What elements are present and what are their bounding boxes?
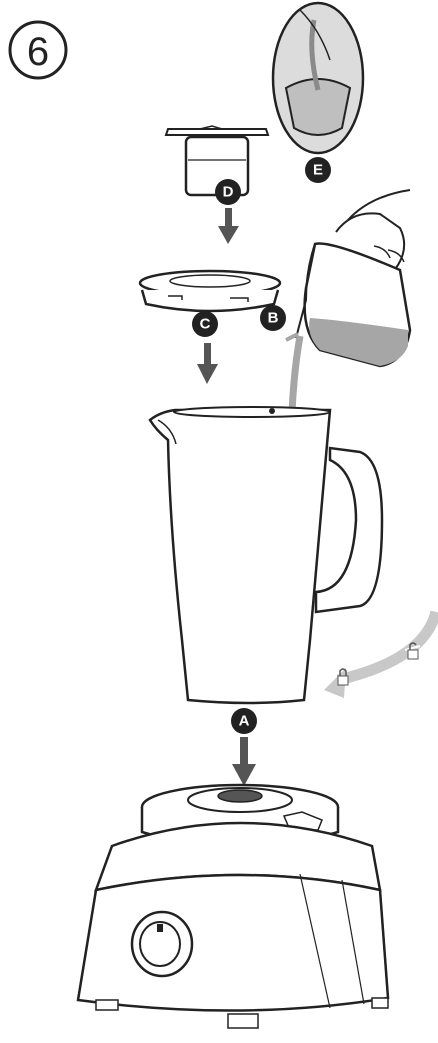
motor-base: [78, 785, 388, 1028]
detail-e-inset: [273, 3, 363, 153]
label-d: D: [223, 184, 234, 201]
arrow-c-down: [197, 343, 218, 384]
control-knob: [132, 912, 192, 976]
label-b-badge: B: [260, 305, 286, 331]
step-number: 6: [27, 30, 49, 74]
liquid-stream: [286, 334, 300, 412]
arrow-a-down: [232, 737, 256, 786]
jug-lid: [140, 271, 280, 311]
label-d-badge: D: [215, 179, 241, 205]
label-c-badge: C: [192, 311, 218, 337]
label-b: B: [268, 310, 279, 327]
blender-jug: [150, 407, 382, 703]
step-number-badge: 6: [10, 22, 66, 78]
sieve-cap: [166, 126, 268, 195]
label-c: C: [200, 316, 211, 333]
hand-with-measuring-cup: [296, 190, 410, 366]
label-e: E: [313, 162, 323, 179]
label-a: A: [239, 713, 250, 730]
label-e-badge: E: [305, 157, 331, 183]
arrow-d-down: [218, 208, 239, 244]
label-a-badge: A: [231, 708, 257, 734]
